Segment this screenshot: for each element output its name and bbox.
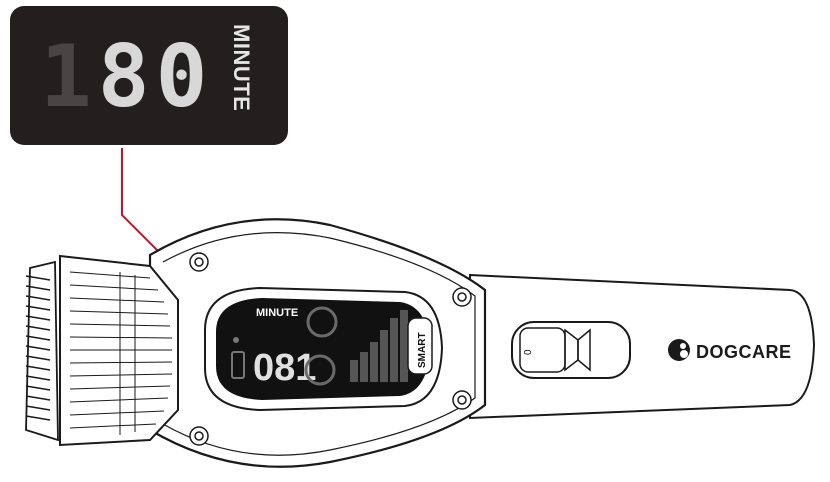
callout-digits: 180 — [40, 34, 213, 120]
callout-unit-label: MINUTE — [229, 24, 254, 112]
blade-teeth — [25, 260, 59, 442]
time-callout: 180 MINUTE — [10, 6, 288, 145]
battery-icon — [231, 351, 245, 379]
callout-digit-0: 0 — [155, 27, 214, 127]
smart-button-frame — [407, 317, 433, 375]
screw-icon — [189, 252, 472, 446]
switch-label: 0 — [523, 349, 534, 355]
dogcare-logo-icon — [668, 339, 690, 361]
callout-digit-1: 1 — [40, 27, 98, 127]
blade-ribs — [69, 271, 173, 435]
callout-digit-8: 8 — [97, 27, 156, 127]
brand-name: DOGCARE — [696, 342, 792, 362]
level-bars — [350, 310, 408, 382]
speed-gauge — [304, 306, 338, 386]
screen-unit-label: MINUTE — [256, 307, 298, 319]
smart-button-label[interactable]: SMART — [417, 332, 428, 368]
handle — [469, 273, 816, 420]
